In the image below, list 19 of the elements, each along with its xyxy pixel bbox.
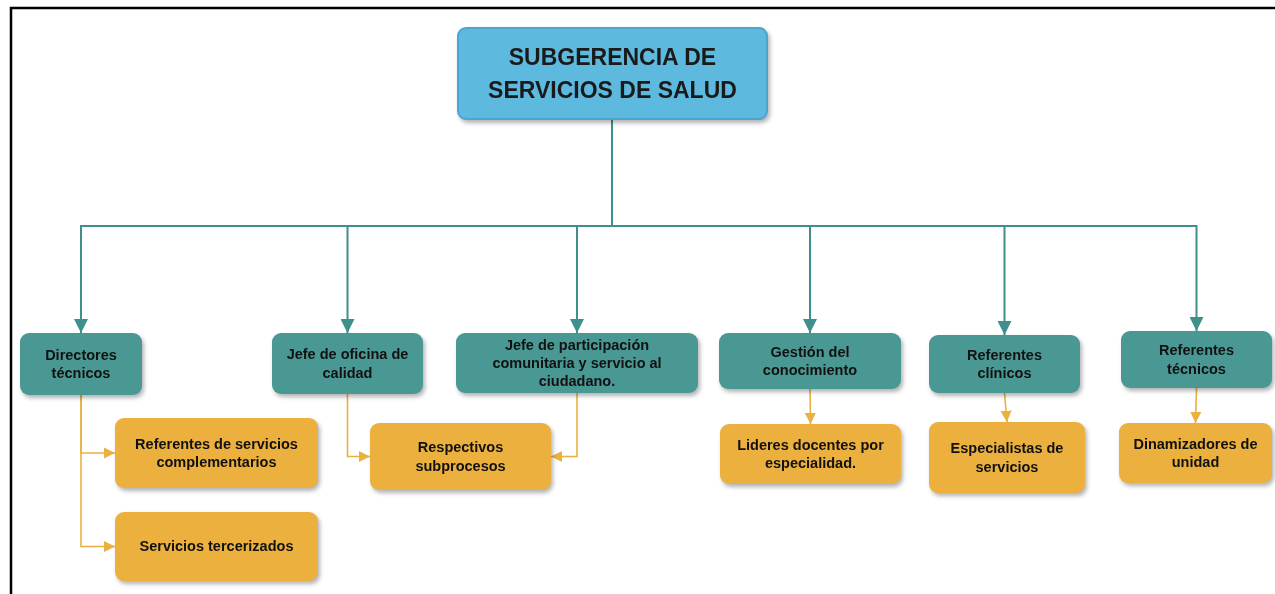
connector-arrow: [346, 393, 371, 463]
role-box: Gestión del conocimiento: [719, 333, 901, 389]
connector-arrow: [804, 388, 816, 425]
header-box: SUBGERENCIA DE SERVICIOS DE SALUD: [457, 27, 768, 120]
role-box: Referentes técnicos: [1121, 331, 1272, 388]
connector-arrow: [1190, 387, 1202, 424]
connector-arrow: [550, 392, 578, 463]
subrole-box: Especialistas de servicios: [929, 422, 1085, 493]
subrole-box: Referentes de servicios complementarios: [115, 418, 318, 488]
subrole-box: Servicios tercerizados: [115, 512, 318, 581]
connector-arrow: [80, 394, 116, 553]
subrole-box: Respectivos subprocesos: [370, 423, 551, 490]
subrole-box: Lideres docentes por especialidad.: [720, 424, 901, 484]
role-box: Jefe de oficina de calidad: [272, 333, 423, 394]
role-box: Directores técnicos: [20, 333, 142, 395]
role-box: Jefe de participación comunitaria y servicio al ciudadano.: [456, 333, 698, 393]
role-box: Referentes clínicos: [929, 335, 1080, 393]
subrole-box: Dinamizadores de unidad: [1119, 423, 1272, 483]
connector-arrow: [1000, 392, 1012, 423]
